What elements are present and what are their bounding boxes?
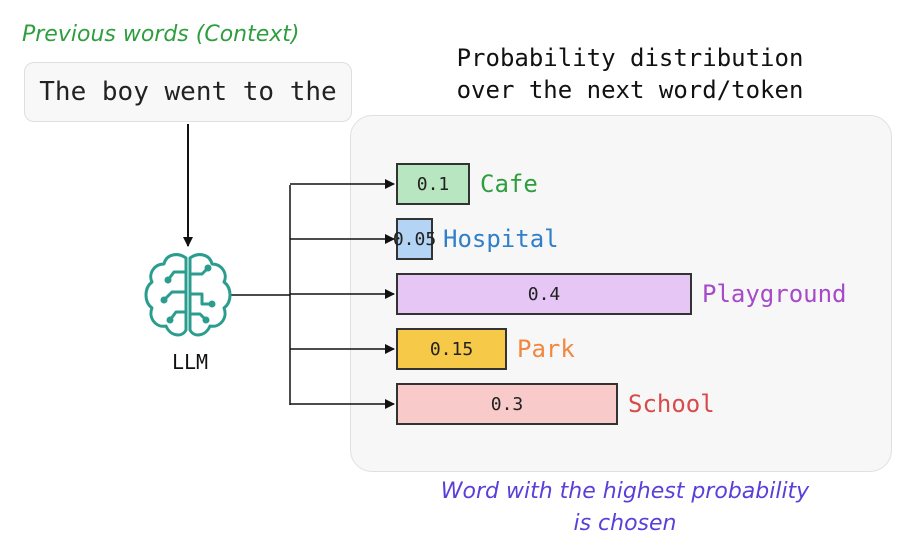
word-label-hospital: Hospital bbox=[443, 225, 559, 253]
word-label-cafe: Cafe bbox=[480, 170, 538, 198]
bar-value-label: 0.3 bbox=[490, 393, 524, 415]
bar-school: 0.3 bbox=[396, 383, 618, 425]
word-label-playground: Playground bbox=[702, 280, 847, 308]
bar-value-label: 0.1 bbox=[416, 173, 450, 195]
chosen-note-line2: is chosen bbox=[573, 511, 677, 536]
bar-value-label: 0.4 bbox=[527, 283, 561, 305]
bar-hospital: 0.05 bbox=[392, 218, 437, 260]
bar-value-label: 0.05 bbox=[392, 228, 437, 250]
distribution-title: Probability distribution over the next w… bbox=[400, 42, 860, 106]
chosen-note: Word with the highest probability is cho… bbox=[380, 476, 870, 540]
context-label: Previous words (Context) bbox=[22, 22, 300, 47]
word-label-park: Park bbox=[517, 335, 575, 363]
word-label-school: School bbox=[628, 390, 715, 418]
distribution-title-line2: over the next word/token bbox=[456, 76, 804, 104]
bar-playground: 0.4 bbox=[396, 273, 692, 315]
fanout-arrows bbox=[290, 179, 395, 409]
context-text: The boy went to the bbox=[39, 77, 337, 107]
distribution-title-line1: Probability distribution bbox=[456, 44, 804, 72]
brain-circuit-icon bbox=[144, 253, 232, 337]
context-text-box: The boy went to the bbox=[24, 62, 352, 122]
chosen-note-line1: Word with the highest probability bbox=[440, 479, 810, 504]
bar-cafe: 0.1 bbox=[396, 163, 470, 205]
llm-label: LLM bbox=[171, 350, 209, 374]
bar-value-label: 0.15 bbox=[429, 338, 474, 360]
bar-park: 0.15 bbox=[396, 328, 507, 370]
